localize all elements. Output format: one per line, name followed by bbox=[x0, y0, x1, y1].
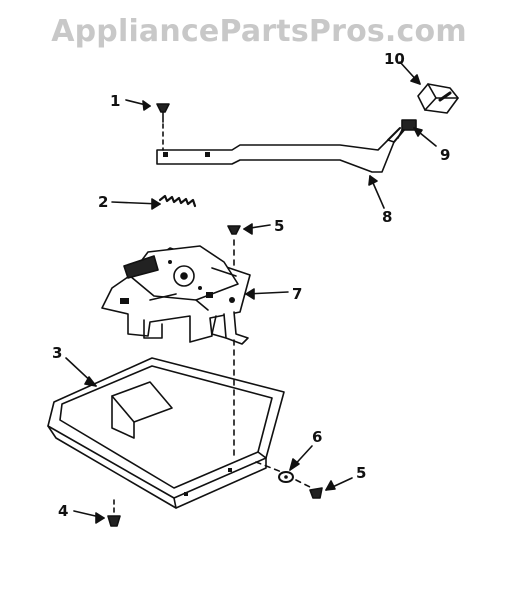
part-10-knob bbox=[417, 83, 459, 114]
part-5-screw-lower bbox=[309, 487, 323, 499]
part-1-screw bbox=[156, 103, 170, 151]
part-7-mechanism-plate bbox=[101, 245, 251, 345]
part-2-spring bbox=[158, 194, 197, 208]
callout-5-lower: 5 bbox=[356, 464, 366, 482]
callout-7: 7 bbox=[292, 285, 302, 303]
callout-6: 6 bbox=[312, 428, 322, 446]
part-4-screw bbox=[107, 515, 121, 527]
callout-1: 1 bbox=[110, 92, 120, 110]
leader-lines bbox=[65, 61, 437, 524]
watermark-text: AppliancePartsPros.com bbox=[51, 14, 467, 49]
callout-10: 10 bbox=[384, 50, 405, 68]
part-3-base-tray bbox=[47, 339, 313, 515]
part-6-washer bbox=[278, 471, 294, 483]
callout-4: 4 bbox=[58, 502, 68, 520]
callout-5-upper: 5 bbox=[274, 217, 284, 235]
callout-2: 2 bbox=[98, 193, 108, 211]
callout-8: 8 bbox=[382, 208, 392, 226]
callout-3: 3 bbox=[52, 344, 62, 362]
callout-9: 9 bbox=[440, 146, 450, 164]
part-8-rod bbox=[156, 127, 405, 173]
